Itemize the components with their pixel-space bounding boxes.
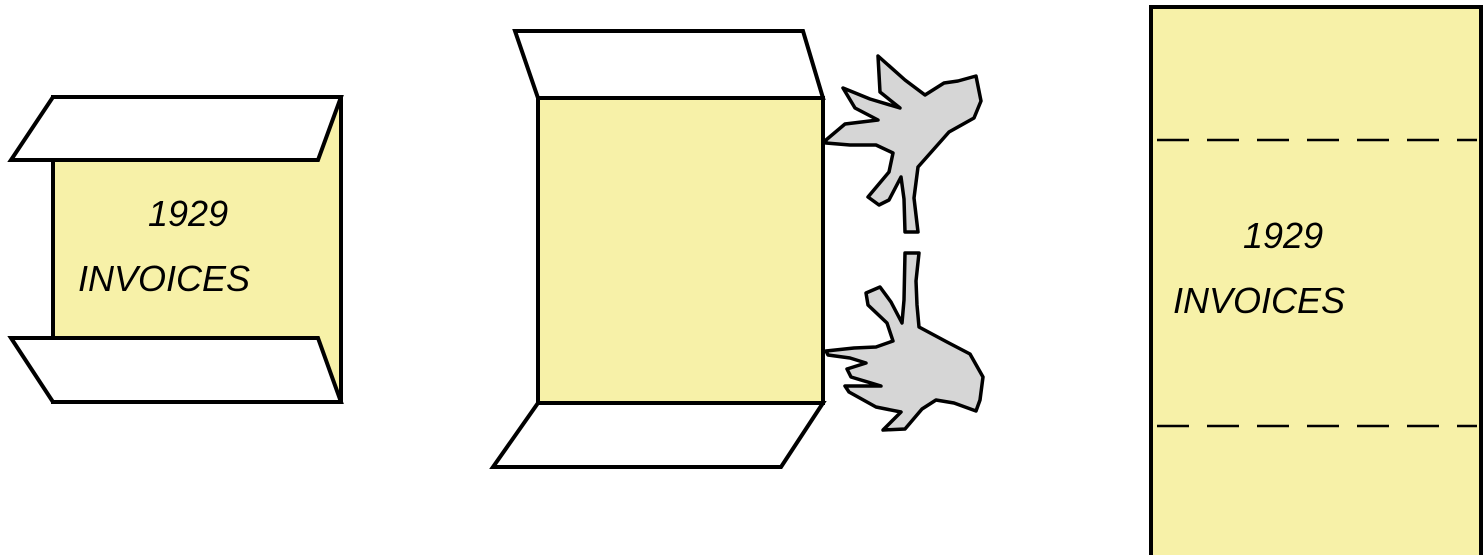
folded-box-label-title: INVOICES xyxy=(78,258,250,299)
folded-box: 1929 INVOICES xyxy=(11,97,341,402)
folded-box-bottom-flap xyxy=(11,338,341,402)
flattened-sheet-label-title: INVOICES xyxy=(1173,280,1345,321)
unfolding-box-panel xyxy=(538,98,823,403)
flattened-sheet-label-year: 1929 xyxy=(1243,215,1323,256)
folded-box-top-flap xyxy=(11,97,341,160)
unfolding-box xyxy=(493,31,823,467)
lower-hand-icon xyxy=(826,253,983,430)
upper-hand-icon xyxy=(826,56,981,232)
unfolding-box-bottom-flap xyxy=(493,403,823,467)
unfolding-box-top-flap xyxy=(515,31,823,98)
folded-box-label-year: 1929 xyxy=(148,193,228,234)
flattened-sheet: 1929 INVOICES xyxy=(1151,7,1481,555)
